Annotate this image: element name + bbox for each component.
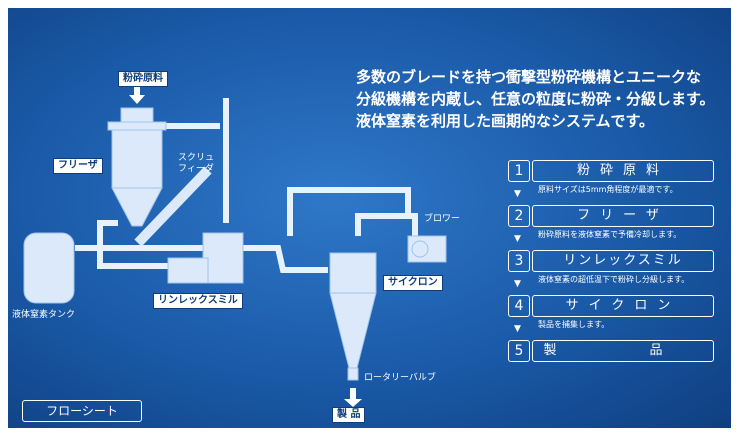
- nitrogen-tank: [23, 232, 75, 304]
- down-arrow-icon: ▼: [514, 279, 521, 289]
- description-line: 多数のブレードを持つ衝撃型粉砕機構とユニークな: [356, 68, 702, 86]
- product-arrow: [344, 388, 362, 407]
- step-name: フリーザ: [532, 205, 714, 227]
- product-label: 製 品: [332, 407, 366, 423]
- step-name: サイクロン: [532, 295, 714, 317]
- step-name: 製 品: [532, 340, 714, 362]
- step-3: 3 リンレックスミル: [508, 250, 714, 272]
- blower: [407, 235, 447, 263]
- cyclone: [329, 252, 377, 381]
- step-name: 粉砕原料: [532, 160, 714, 182]
- tank-label: 液体窒素タンク: [12, 310, 76, 320]
- pipe-mill-cyclone: [243, 245, 328, 273]
- pipe-nitrogen-2: [97, 248, 200, 269]
- step-number: 1: [508, 160, 530, 182]
- down-arrow-icon: ▼: [514, 324, 521, 334]
- step-5: 5 製 品: [508, 340, 714, 362]
- flow-sheet-board: 粉砕原料 フリーザ スクリュ フィーダ リンレックスミル サイクロン ブロワー …: [8, 8, 731, 428]
- pipe-return-top: [287, 187, 411, 236]
- down-arrow-icon: ▼: [514, 234, 521, 244]
- mill: [167, 232, 244, 284]
- step-2: 2 フリーザ: [508, 205, 714, 227]
- screw-feeder: [134, 166, 212, 247]
- pipe-cyclone-blower: [355, 213, 418, 244]
- down-arrow-icon: ▼: [514, 189, 521, 199]
- step-note: 原料サイズは5mm角程度が最適です。: [538, 185, 678, 194]
- rotary-valve-label: ロータリーバルブ: [364, 373, 436, 383]
- freezer-label: フリーザ: [53, 158, 103, 174]
- step-note: 粉砕原料を液体窒素で予備冷却します。: [538, 230, 682, 239]
- cyclone-label: サイクロン: [383, 275, 443, 291]
- step-number: 4: [508, 295, 530, 317]
- pipe-nitrogen-1: [75, 220, 118, 251]
- step-number: 5: [508, 340, 530, 362]
- step-note: 製品を捕集します。: [538, 320, 610, 329]
- blower-label: ブロワー: [424, 214, 461, 224]
- flow-sheet-label: フローシート: [22, 400, 142, 422]
- description-line: 分級機構を内蔵し、任意の粒度に粉砕・分級します。: [356, 90, 715, 108]
- raw-material-arrow: [129, 85, 145, 104]
- description-line: 液体窒素を利用した画期的なシステムです。: [356, 112, 655, 130]
- mill-label: リンレックスミル: [153, 293, 243, 309]
- step-number: 2: [508, 205, 530, 227]
- step-4: 4 サイクロン: [508, 295, 714, 317]
- step-note: 液体窒素の超低温下で粉砕し分級します。: [538, 275, 690, 284]
- raw-material-label: 粉砕原料: [118, 71, 168, 87]
- step-number: 3: [508, 250, 530, 272]
- screw-feeder-label: スクリュ フィーダ: [178, 153, 215, 174]
- freezer: [107, 107, 167, 227]
- step-name: リンレックスミル: [532, 250, 714, 272]
- process-diagram: [23, 85, 447, 407]
- description: 多数のブレードを持つ衝撃型粉砕機構とユニークな 分級機構を内蔵し、任意の粒度に粉…: [356, 66, 715, 132]
- step-1: 1 粉砕原料: [508, 160, 714, 182]
